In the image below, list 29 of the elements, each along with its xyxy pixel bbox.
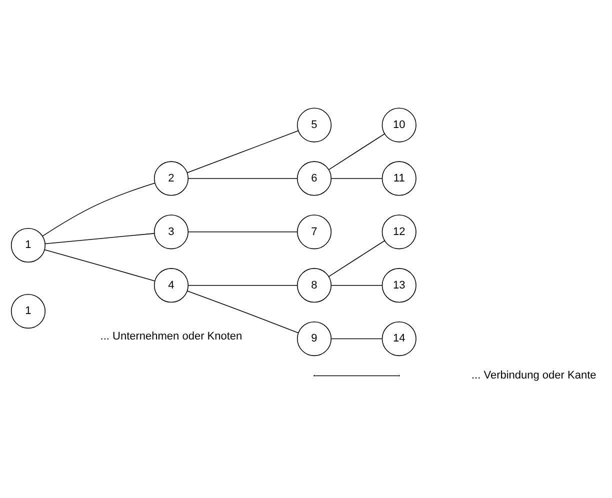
connector bbox=[187, 290, 299, 334]
connector bbox=[330, 338, 382, 340]
connector bbox=[330, 178, 382, 179]
connector bbox=[186, 130, 299, 174]
node-circle: 9 bbox=[296, 322, 332, 356]
node-circle: 5 bbox=[296, 108, 332, 142]
node-circle: 10 bbox=[382, 108, 416, 142]
node-circle: 13 bbox=[382, 268, 416, 303]
node-circle: 3 bbox=[154, 214, 189, 250]
node-circle: 7 bbox=[296, 214, 332, 250]
connector bbox=[328, 240, 385, 277]
node-circle: 1 bbox=[10, 228, 46, 263]
connector bbox=[330, 284, 382, 286]
connector bbox=[188, 178, 298, 179]
node-circle: 2 bbox=[154, 161, 189, 196]
legend-label: ... Verbindung oder Kante bbox=[472, 370, 596, 382]
connector bbox=[188, 284, 298, 286]
connector bbox=[42, 182, 156, 237]
connector bbox=[44, 249, 156, 282]
node-circle: 6 bbox=[296, 161, 332, 196]
connector bbox=[44, 233, 155, 244]
legend-label: ... Unternehmen oder Knoten bbox=[100, 330, 242, 342]
node-circle: 14 bbox=[382, 322, 416, 356]
connector bbox=[328, 133, 385, 170]
node-circle: 11 bbox=[382, 161, 416, 196]
node-circle: 12 bbox=[382, 214, 416, 250]
node-circle: 4 bbox=[154, 268, 189, 303]
node-circle: 1 bbox=[10, 294, 46, 329]
node-circle: 8 bbox=[296, 268, 332, 303]
